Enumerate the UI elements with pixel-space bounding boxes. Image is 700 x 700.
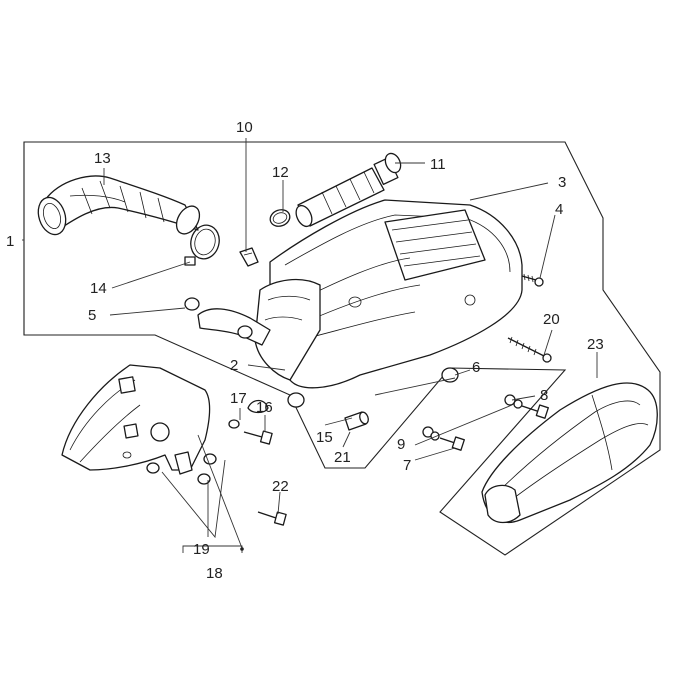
grommet-6b bbox=[287, 392, 305, 408]
callout-15: 15 bbox=[316, 429, 333, 446]
bolt-8 bbox=[504, 394, 549, 419]
callout-20: 20 bbox=[543, 311, 560, 328]
spring-clip-15 bbox=[247, 399, 269, 414]
outer-cover bbox=[481, 382, 658, 524]
air-filter-box bbox=[269, 199, 523, 389]
clip-part bbox=[239, 247, 259, 267]
callout-23: 23 bbox=[587, 336, 604, 353]
leader-18-bracket bbox=[182, 545, 243, 553]
callout-22: 22 bbox=[272, 478, 289, 495]
callout-17: 17 bbox=[230, 390, 247, 407]
breather-tube bbox=[295, 152, 402, 228]
callout-2: 2 bbox=[230, 357, 238, 374]
bolt-7 bbox=[422, 426, 465, 451]
washer-19b bbox=[203, 453, 217, 465]
callout-10: 10 bbox=[236, 119, 253, 136]
callout-13: 13 bbox=[94, 150, 111, 167]
washer-19a bbox=[146, 462, 160, 474]
callout-4: 4 bbox=[555, 201, 563, 218]
callout-7: 7 bbox=[403, 457, 411, 474]
callout-14: 14 bbox=[90, 280, 107, 297]
bolt-22 bbox=[257, 511, 287, 526]
callout-1: 1 bbox=[6, 233, 14, 250]
intake-hose bbox=[37, 175, 201, 236]
plug-21 bbox=[344, 411, 369, 431]
washer-19c bbox=[197, 473, 211, 485]
callout-9: 9 bbox=[397, 436, 405, 453]
callout-19: 19 bbox=[193, 541, 210, 558]
callout-6: 6 bbox=[472, 359, 480, 376]
screw-4 bbox=[521, 273, 544, 287]
washer-17 bbox=[228, 419, 240, 429]
hose-clamp bbox=[184, 224, 220, 266]
callout-12: 12 bbox=[272, 164, 289, 181]
callout-21: 21 bbox=[334, 449, 351, 466]
bolt-16 bbox=[243, 430, 273, 445]
callout-16: 16 bbox=[256, 399, 273, 416]
heat-shield-bracket bbox=[61, 364, 211, 475]
callout-labels: 1 2 3 4 5 6 7 8 9 10 11 12 13 14 15 16 1… bbox=[6, 119, 604, 582]
callout-5: 5 bbox=[88, 307, 96, 324]
leader-dot bbox=[240, 547, 244, 551]
callout-18: 18 bbox=[206, 565, 223, 582]
callout-8: 8 bbox=[540, 387, 548, 404]
long-screw-20 bbox=[507, 336, 552, 363]
callout-3: 3 bbox=[558, 174, 566, 191]
small-clamp bbox=[269, 209, 291, 227]
main-assembly-frame bbox=[23, 141, 661, 556]
bracket-arm bbox=[197, 308, 271, 346]
callout-11: 11 bbox=[430, 156, 446, 173]
bushing-5 bbox=[184, 297, 200, 311]
filter-box-cover bbox=[254, 278, 321, 381]
leader-lines bbox=[22, 138, 598, 549]
